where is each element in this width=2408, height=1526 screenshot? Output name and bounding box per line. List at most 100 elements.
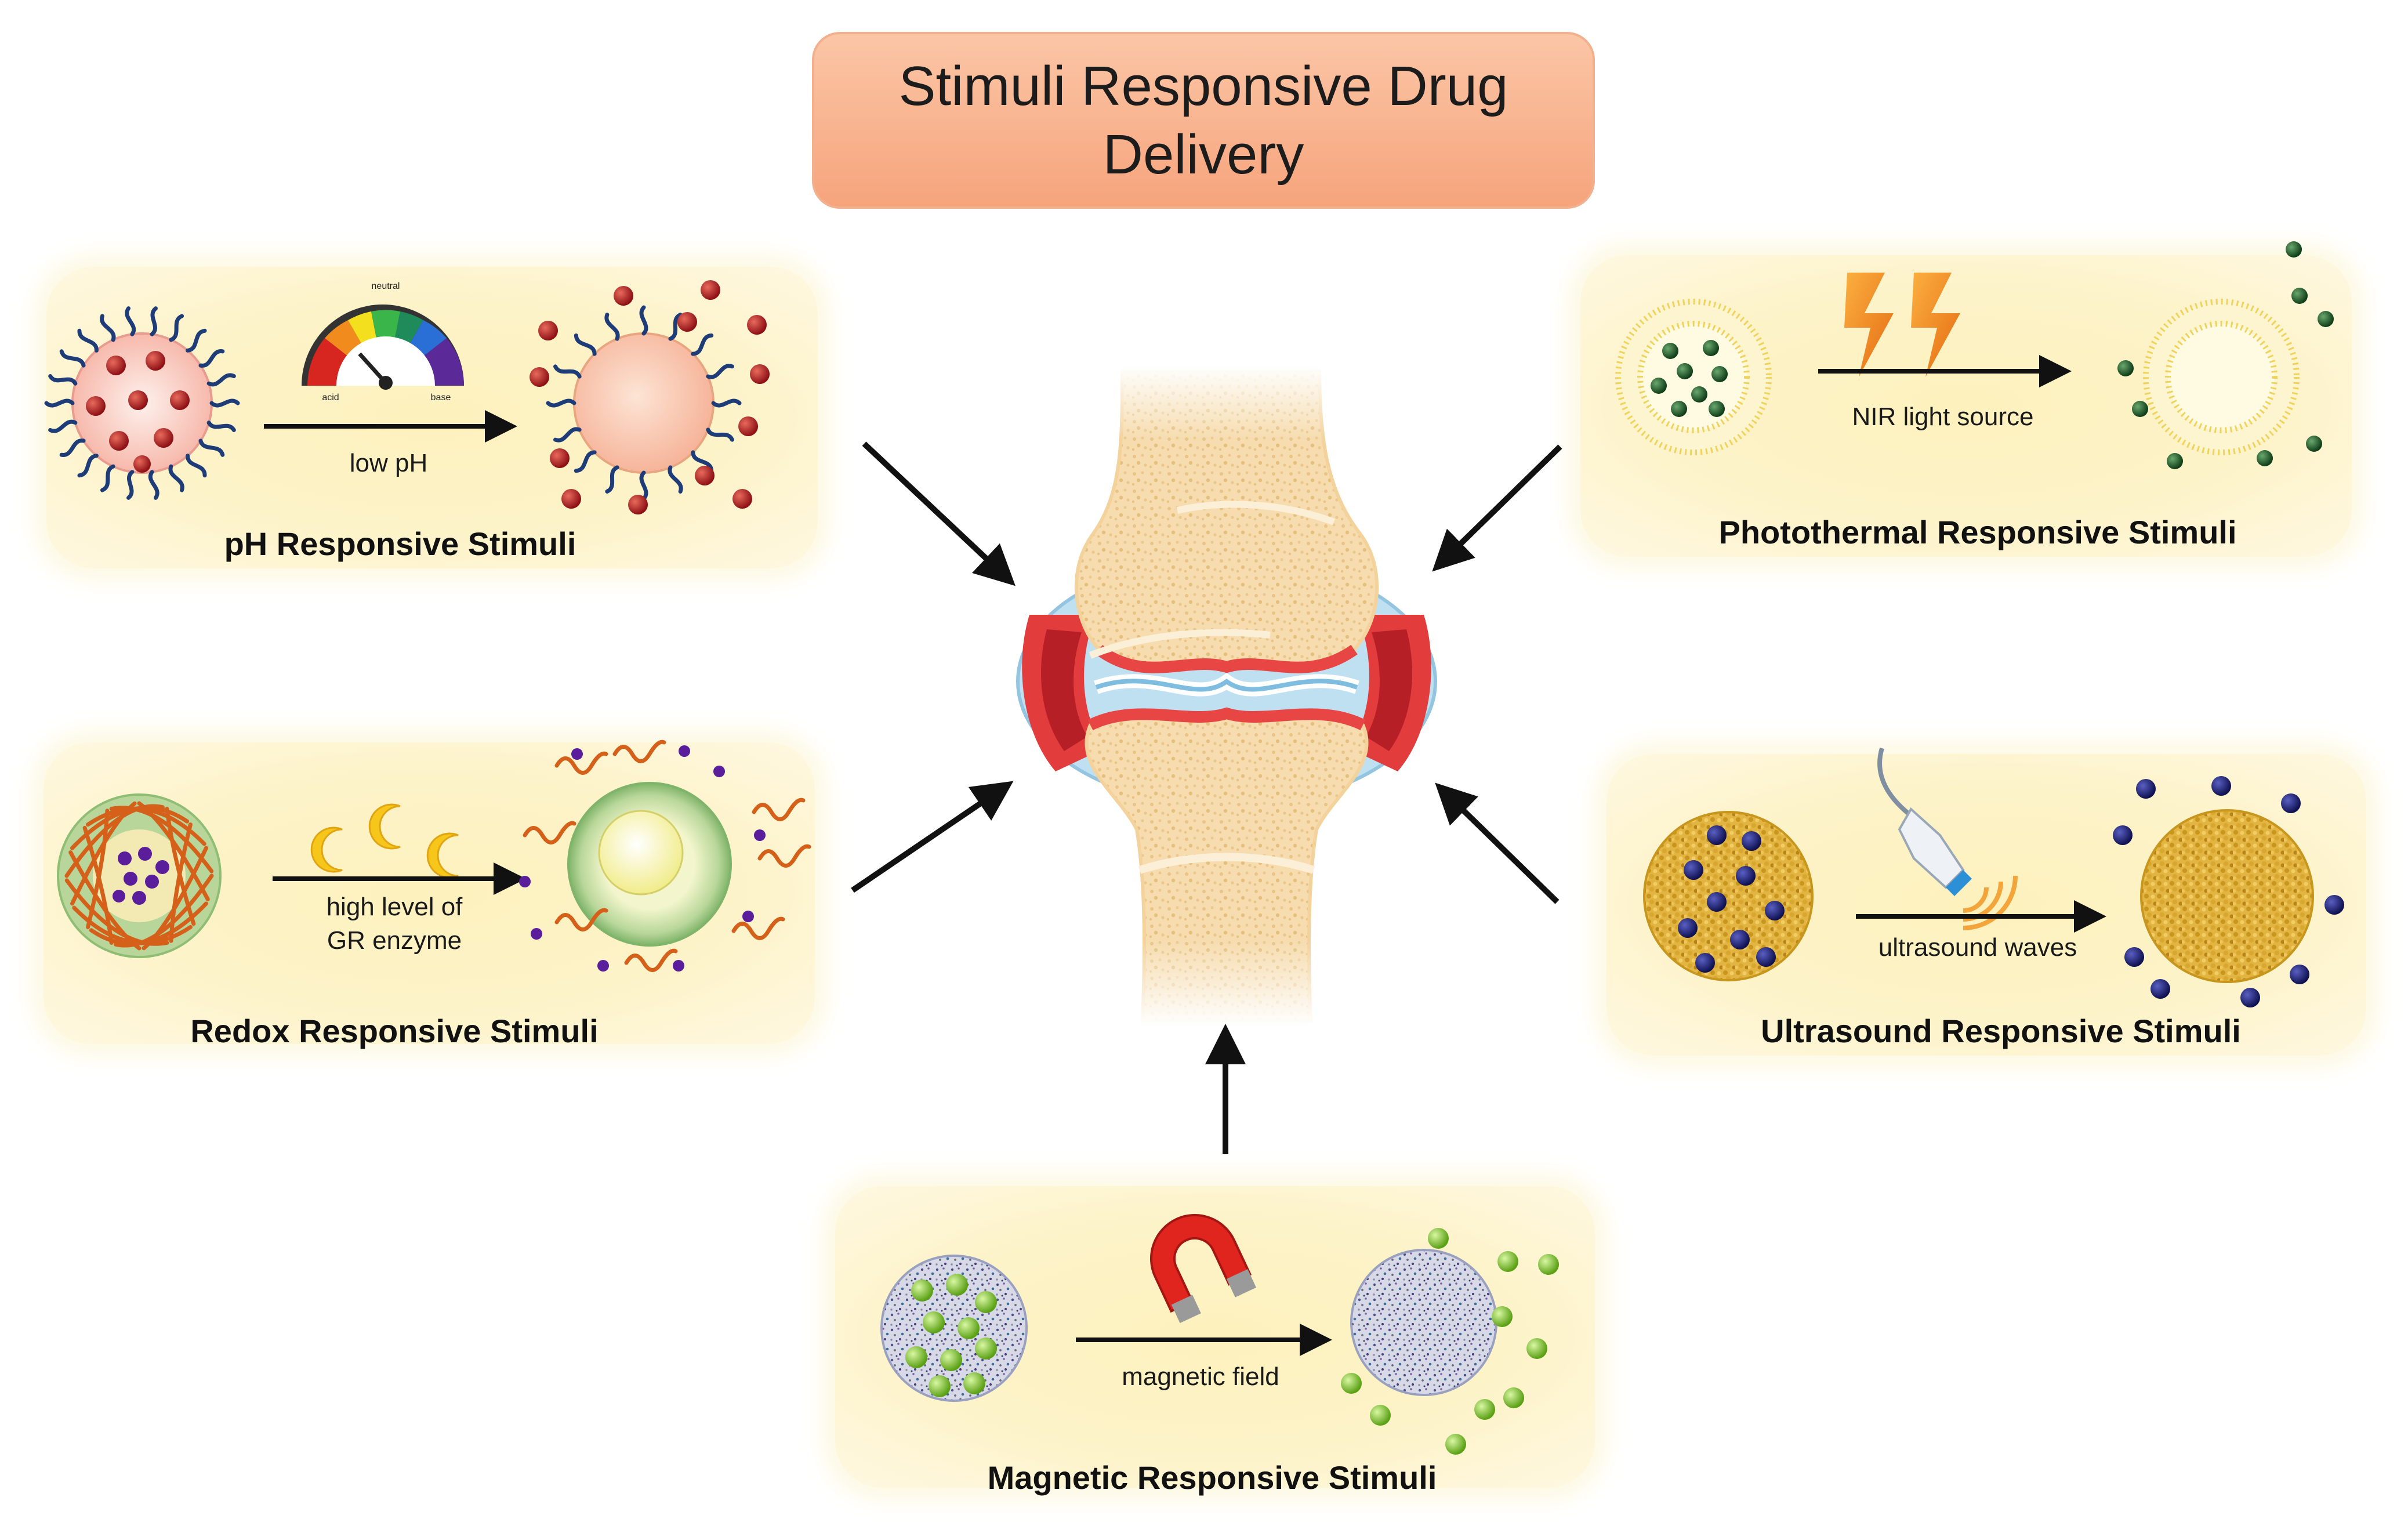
drug-particle: [1730, 930, 1750, 949]
polymer-tail: [186, 328, 207, 353]
ultrasound-caption: Ultrasound Responsive Stimuli: [1761, 1013, 2241, 1049]
drug-particle: [911, 1279, 933, 1302]
photothermal-carrier-released: [2117, 241, 2334, 469]
magnetic-carrier-loaded: [880, 1255, 1028, 1402]
arrow-ultrasound-to-joint: [1435, 782, 1560, 904]
drug-particle: [1703, 340, 1719, 356]
drug-particle: [1474, 1399, 1495, 1420]
polymer-fragment: [731, 916, 785, 940]
polymer-tail: [604, 313, 620, 341]
polymer-tail: [150, 306, 158, 336]
drug-particle: [2281, 793, 2301, 813]
title-box: Stimuli Responsive Drug Delivery: [812, 32, 1595, 209]
nir-light-icon: [1844, 273, 1960, 377]
drug-particle: [2117, 360, 2134, 376]
drug-particle: [571, 748, 583, 760]
drug-particle: [561, 489, 581, 509]
drug-particle: [1691, 386, 1707, 403]
drug-particle: [1497, 1251, 1518, 1272]
drug-particle: [597, 960, 609, 972]
drug-particle: [1709, 401, 1725, 417]
polymer-tail: [186, 454, 207, 478]
polymer-tail: [668, 465, 683, 494]
polymer-tail: [546, 398, 576, 408]
redox-arrow-label-line1: high level of: [326, 893, 463, 921]
polymer-fragment: [612, 740, 666, 763]
drug-particle: [1684, 860, 1703, 880]
gauge-neutral-label: neutral: [372, 281, 400, 291]
polymer-fragment: [554, 751, 608, 775]
drug-particle: [2150, 979, 2170, 999]
redox-carrier-released: [519, 740, 811, 972]
drug-particle: [1742, 831, 1761, 851]
polymer-tail: [574, 450, 597, 473]
disulfide-crosslink: [165, 807, 196, 926]
disulfide-crosslink: [64, 878, 169, 946]
drug-particle: [538, 321, 558, 340]
drug-particle: [2167, 453, 2183, 469]
drug-particle: [732, 489, 752, 509]
drug-particle: [1677, 363, 1693, 379]
drug-particle: [1526, 1338, 1547, 1359]
drug-particle: [1503, 1387, 1524, 1408]
ph-gauge-icon: neutral acid base: [302, 281, 464, 403]
drug-particle: [677, 312, 697, 332]
drug-particle: [519, 876, 531, 887]
polymer-tail: [706, 364, 734, 379]
drug-particle: [1538, 1254, 1559, 1275]
polymer-fragment: [752, 798, 806, 821]
drug-particle: [1651, 378, 1667, 394]
drug-particle: [2124, 947, 2144, 967]
drug-particle: [2136, 779, 2156, 799]
ultrasound-graphic: [1643, 747, 2344, 1007]
drug-particle: [1341, 1373, 1362, 1394]
polymer-tail: [126, 470, 135, 500]
polymer-fragment: [757, 844, 811, 868]
redox-caption: Redox Responsive Stimuli: [190, 1013, 599, 1049]
drug-particle: [673, 960, 684, 972]
magnetic-caption: Magnetic Responsive Stimuli: [987, 1459, 1437, 1496]
drug-particle: [1678, 918, 1698, 938]
polymer-tail: [59, 349, 86, 368]
connector-arrows: [851, 441, 1562, 1154]
drug-particle: [713, 766, 725, 777]
drug-particle: [975, 1291, 997, 1313]
drug-particle: [2324, 895, 2344, 915]
drug-particle: [1370, 1405, 1391, 1426]
drug-particle: [1711, 366, 1728, 382]
drug-particle: [2113, 825, 2133, 845]
drug-particle: [614, 286, 633, 306]
polymer-tail: [44, 398, 75, 408]
drug-particle: [940, 1349, 962, 1371]
drug-particle: [1662, 343, 1678, 359]
polymer-tail: [48, 419, 78, 433]
drug-particle: [695, 466, 715, 485]
drug-particle: [946, 1274, 968, 1296]
redox-arrow-label-line2: GR enzyme: [327, 926, 462, 955]
drug-particle: [1756, 947, 1776, 967]
drug-particle: [929, 1375, 951, 1397]
arrow-ph-to-joint: [862, 441, 1016, 586]
photothermal-arrow-label: NIR light source: [1852, 403, 2034, 431]
polymer-tail: [574, 333, 597, 356]
drug-particle: [2291, 288, 2308, 304]
drug-particle: [1707, 825, 1727, 845]
drug-particle: [1492, 1306, 1513, 1327]
drug-particle: [550, 448, 570, 468]
drug-particle: [628, 495, 648, 514]
drug-particle: [1671, 401, 1687, 417]
drug-particle: [975, 1337, 997, 1360]
drug-particle: [2211, 776, 2231, 796]
polymer-tail: [206, 421, 236, 432]
drug-particle: [1445, 1434, 1466, 1455]
ultrasound-carrier-loaded: [1643, 811, 1814, 981]
ultrasound-carrier-released: [2113, 776, 2344, 1007]
polymer-tail: [639, 305, 648, 336]
drug-particle: [2240, 988, 2260, 1007]
knee-joint-icon: [1016, 365, 1437, 1027]
drug-particle: [531, 928, 542, 940]
polymer-tail: [48, 374, 78, 386]
polymer-tail: [198, 438, 225, 457]
magnetic-carrier-released: [1341, 1228, 1559, 1455]
drug-particle: [2257, 450, 2273, 466]
